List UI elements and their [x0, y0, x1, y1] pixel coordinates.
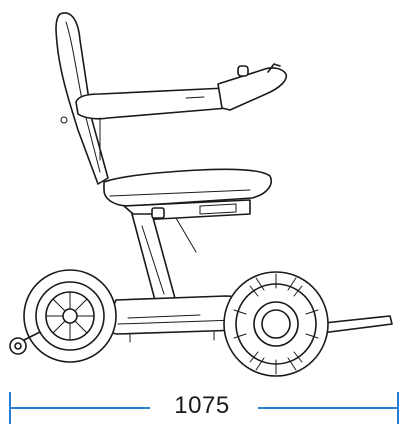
joystick-controller	[217, 63, 288, 111]
seat-cushion	[103, 168, 272, 207]
dimension-line	[9, 392, 399, 424]
seat-frame	[123, 199, 251, 305]
dimension-value-label: 1075	[174, 392, 230, 419]
chassis	[106, 295, 241, 343]
anti-tip-wheel	[9, 331, 41, 355]
front-wheel	[223, 271, 329, 377]
rear-wheel	[23, 269, 117, 363]
